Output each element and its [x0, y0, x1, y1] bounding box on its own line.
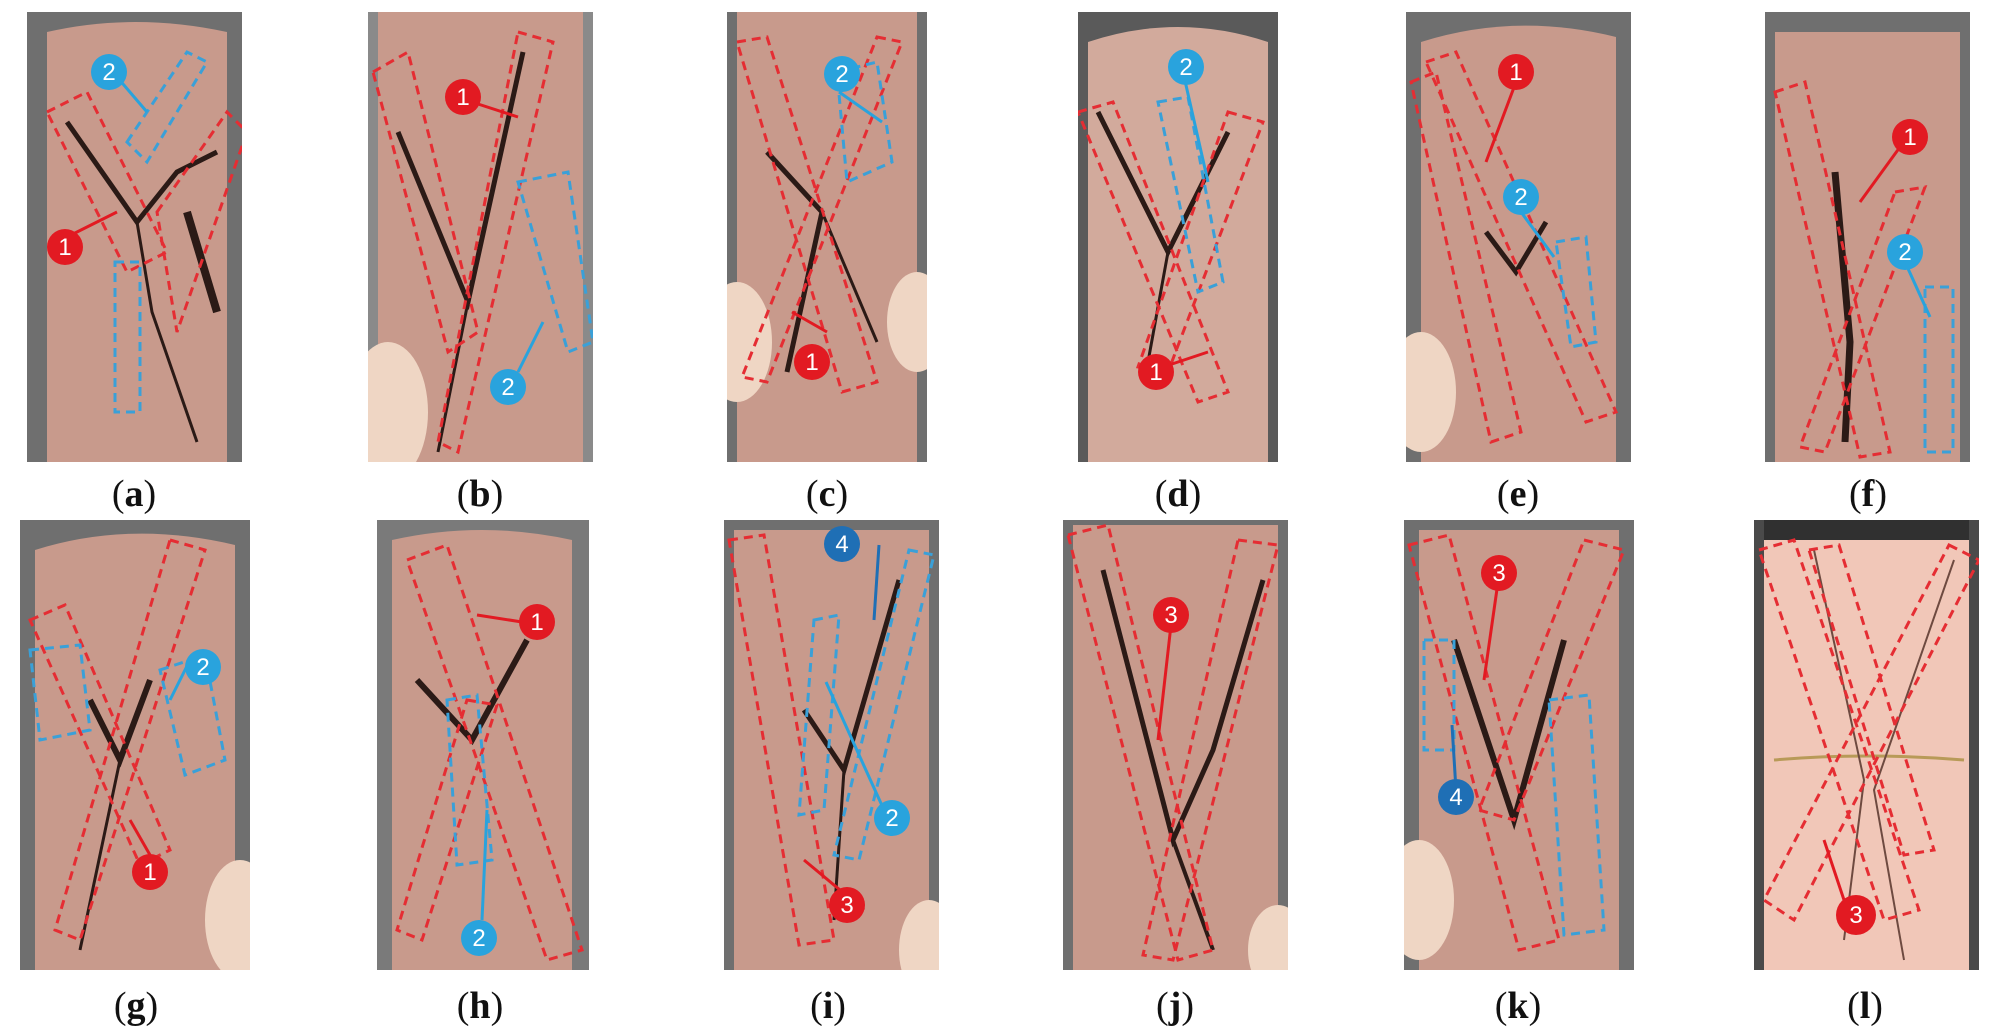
marker-label: 2	[1898, 239, 1911, 266]
marker-label: 2	[102, 59, 115, 86]
marker-label: 2	[501, 374, 514, 401]
marker-d-1	[1138, 354, 1174, 390]
marker-label: 3	[1164, 602, 1177, 629]
marker-label: 1	[58, 234, 71, 261]
marker-c-1	[794, 344, 830, 380]
marker-a-2	[91, 54, 127, 90]
marker-label: 2	[472, 925, 485, 952]
marker-label: 4	[835, 531, 848, 558]
marker-label: 1	[1903, 124, 1916, 151]
panel-caption-i: (i)	[810, 985, 846, 1027]
marker-label: 2	[835, 61, 848, 88]
marker-label: 1	[143, 859, 156, 886]
marker-f-2	[1887, 234, 1923, 270]
marker-b-2	[490, 369, 526, 405]
panel-caption-b: (b)	[456, 473, 504, 515]
marker-c-2	[824, 56, 860, 92]
panel-caption-h: (h)	[456, 985, 504, 1027]
panel-caption-f: (f)	[1849, 473, 1887, 515]
marker-g-2	[185, 649, 221, 685]
specimen-photo-k: 3 4	[1404, 520, 1634, 970]
marker-i-4	[824, 526, 860, 562]
panel-caption-g: (g)	[113, 985, 159, 1027]
marker-label: 1	[805, 349, 818, 376]
marker-b-1	[445, 79, 481, 115]
panel-caption-k: (k)	[1494, 985, 1542, 1027]
panel-caption-a: (a)	[111, 473, 157, 515]
marker-label: 3	[840, 892, 853, 919]
marker-label: 1	[1509, 59, 1522, 86]
specimen-photo-l: 3	[1754, 520, 1979, 970]
panel-caption-e: (e)	[1496, 473, 1540, 515]
marker-label: 4	[1449, 784, 1462, 811]
marker-label: 1	[1149, 359, 1162, 386]
marker-label: 3	[1849, 902, 1862, 929]
specimen-photo-f: 1 2	[1765, 12, 1970, 462]
specimen-photo-d: 2 1	[1078, 12, 1278, 462]
marker-label: 2	[1179, 54, 1192, 81]
marker-label: 1	[530, 609, 543, 636]
marker-i-2	[874, 800, 910, 836]
marker-g-1	[132, 854, 168, 890]
specimen-photo-i: 4 2 3	[724, 520, 939, 970]
specimen-photo-h: 1 2	[377, 520, 589, 970]
specimen-photo-c: 2 1	[727, 12, 927, 462]
panel-caption-c: (c)	[805, 473, 849, 515]
marker-label: 2	[1514, 184, 1527, 211]
marker-k-4	[1438, 779, 1474, 815]
marker-i-3	[829, 887, 865, 923]
marker-e-1	[1498, 54, 1534, 90]
specimen-photo-a: 2 1	[27, 12, 242, 462]
marker-l-3	[1836, 895, 1876, 935]
marker-j-3	[1153, 597, 1189, 633]
marker-e-2	[1503, 179, 1539, 215]
panel-caption-l: (l)	[1847, 985, 1883, 1027]
panel-caption-j: (j)	[1156, 985, 1194, 1027]
marker-label: 3	[1492, 560, 1505, 587]
panel-caption-d: (d)	[1154, 473, 1202, 515]
marker-a-1	[47, 229, 83, 265]
marker-f-1	[1892, 119, 1928, 155]
marker-label: 2	[885, 805, 898, 832]
marker-d-2	[1168, 49, 1204, 85]
marker-label: 1	[456, 84, 469, 111]
marker-k-3	[1481, 555, 1517, 591]
specimen-photo-e: 1 2	[1406, 12, 1631, 462]
specimen-photo-g: 2 1	[20, 520, 250, 970]
marker-h-2	[461, 920, 497, 956]
specimen-photo-b: 1 2	[368, 12, 593, 462]
marker-label: 2	[196, 654, 209, 681]
marker-h-1	[519, 604, 555, 640]
specimen-photo-j: 3	[1063, 520, 1288, 970]
